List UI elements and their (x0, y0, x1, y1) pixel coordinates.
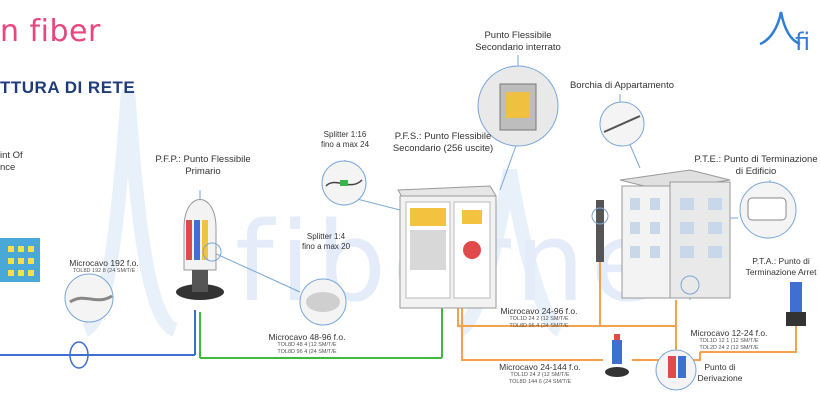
pta-closure (786, 282, 806, 326)
label-pte: P.T.E.: Punto di Terminazione di Edifici… (694, 154, 818, 177)
pole (591, 200, 609, 262)
green-cable (199, 306, 443, 359)
cable-label-48-96: Microcavo 48-96 f.o. TOL8D 48 4 (12 SM/T… (262, 332, 352, 355)
label-pfs-interrato: Punto Flessibile Secondario interrato (475, 30, 561, 53)
pfs-interrato-callout (477, 65, 559, 147)
label-borchia: Borchia di Appartamento (569, 80, 675, 91)
blue-cable (0, 310, 196, 369)
pfs-cabinet (397, 185, 497, 309)
cable-title: Microcavo 48-96 f.o. (268, 332, 346, 342)
svg-text:fi: fi (795, 28, 810, 56)
cable-label-24-144: Microcavo 24-144 f.o. TOL1D 24 2 (12 SM/… (494, 362, 586, 385)
cable-code: TOL1D 12 1 (12 SM/T/E TOL2D 24 2 (12 SM/… (699, 338, 759, 351)
pfp-closure (176, 199, 224, 300)
cable-code: TOL1D 24 2 (12 SM/T/E TOL8D 144 6 (24 SM… (508, 372, 572, 385)
cable-code: TOL8D 48 4 (12 SM/T/E TOL8D 96 4 (24 SM/… (277, 342, 337, 355)
cable-title: Microcavo 12-24 f.o. (690, 328, 768, 338)
cable-title: Microcavo 192 f.o. (69, 258, 139, 268)
apartment-building (619, 169, 731, 299)
derivation-closure (605, 334, 629, 377)
splitter-14-callout (299, 278, 347, 326)
label-point-of-presence: int Of nce (0, 150, 23, 173)
borchia-callout (599, 101, 645, 147)
cable-title: Microcavo 24-144 f.o. (499, 362, 581, 372)
cable-code: TOL8D 192 8 (24 SM/T/E (72, 268, 136, 274)
cable-label-24-96: Microcavo 24-96 f.o. TOL1D 24 2 (12 SM/T… (494, 306, 584, 329)
page-subtitle: TTURA DI RETE (0, 78, 136, 97)
cable-callout-192 (64, 273, 114, 323)
label-splitter-14: Splitter 1:4 fino a max 20 (301, 232, 351, 251)
splitter-116-callout (321, 160, 367, 206)
point-of-presence-building (0, 238, 40, 282)
pte-callout (739, 181, 797, 239)
cable-title: Microcavo 24-96 f.o. (500, 306, 578, 316)
cable-label-192: Microcavo 192 f.o. TOL8D 192 8 (24 SM/T/… (56, 258, 152, 275)
label-pfs: P.F.S.: Punto Flessibile Secondario (256… (392, 131, 494, 154)
cable-code: TOL1D 24 2 (12 SM/T/E TOL8D 96 4 (24 SM/… (509, 316, 569, 329)
label-splitter-116: Splitter 1:16 fino a max 24 (320, 130, 370, 149)
cable-label-12-24: Microcavo 12-24 f.o. TOL1D 12 1 (12 SM/T… (684, 328, 774, 351)
company-logo: fi (759, 11, 810, 56)
derivazione-callout (655, 349, 697, 391)
brand-name: n fiber (0, 14, 101, 49)
label-derivazione: Punto di Derivazione (697, 362, 743, 383)
label-pfp: P.F.P.: Punto Flessibile Primario (155, 154, 251, 177)
label-pta: P.T.A.: Punto di Terminazione Arret (745, 256, 817, 277)
